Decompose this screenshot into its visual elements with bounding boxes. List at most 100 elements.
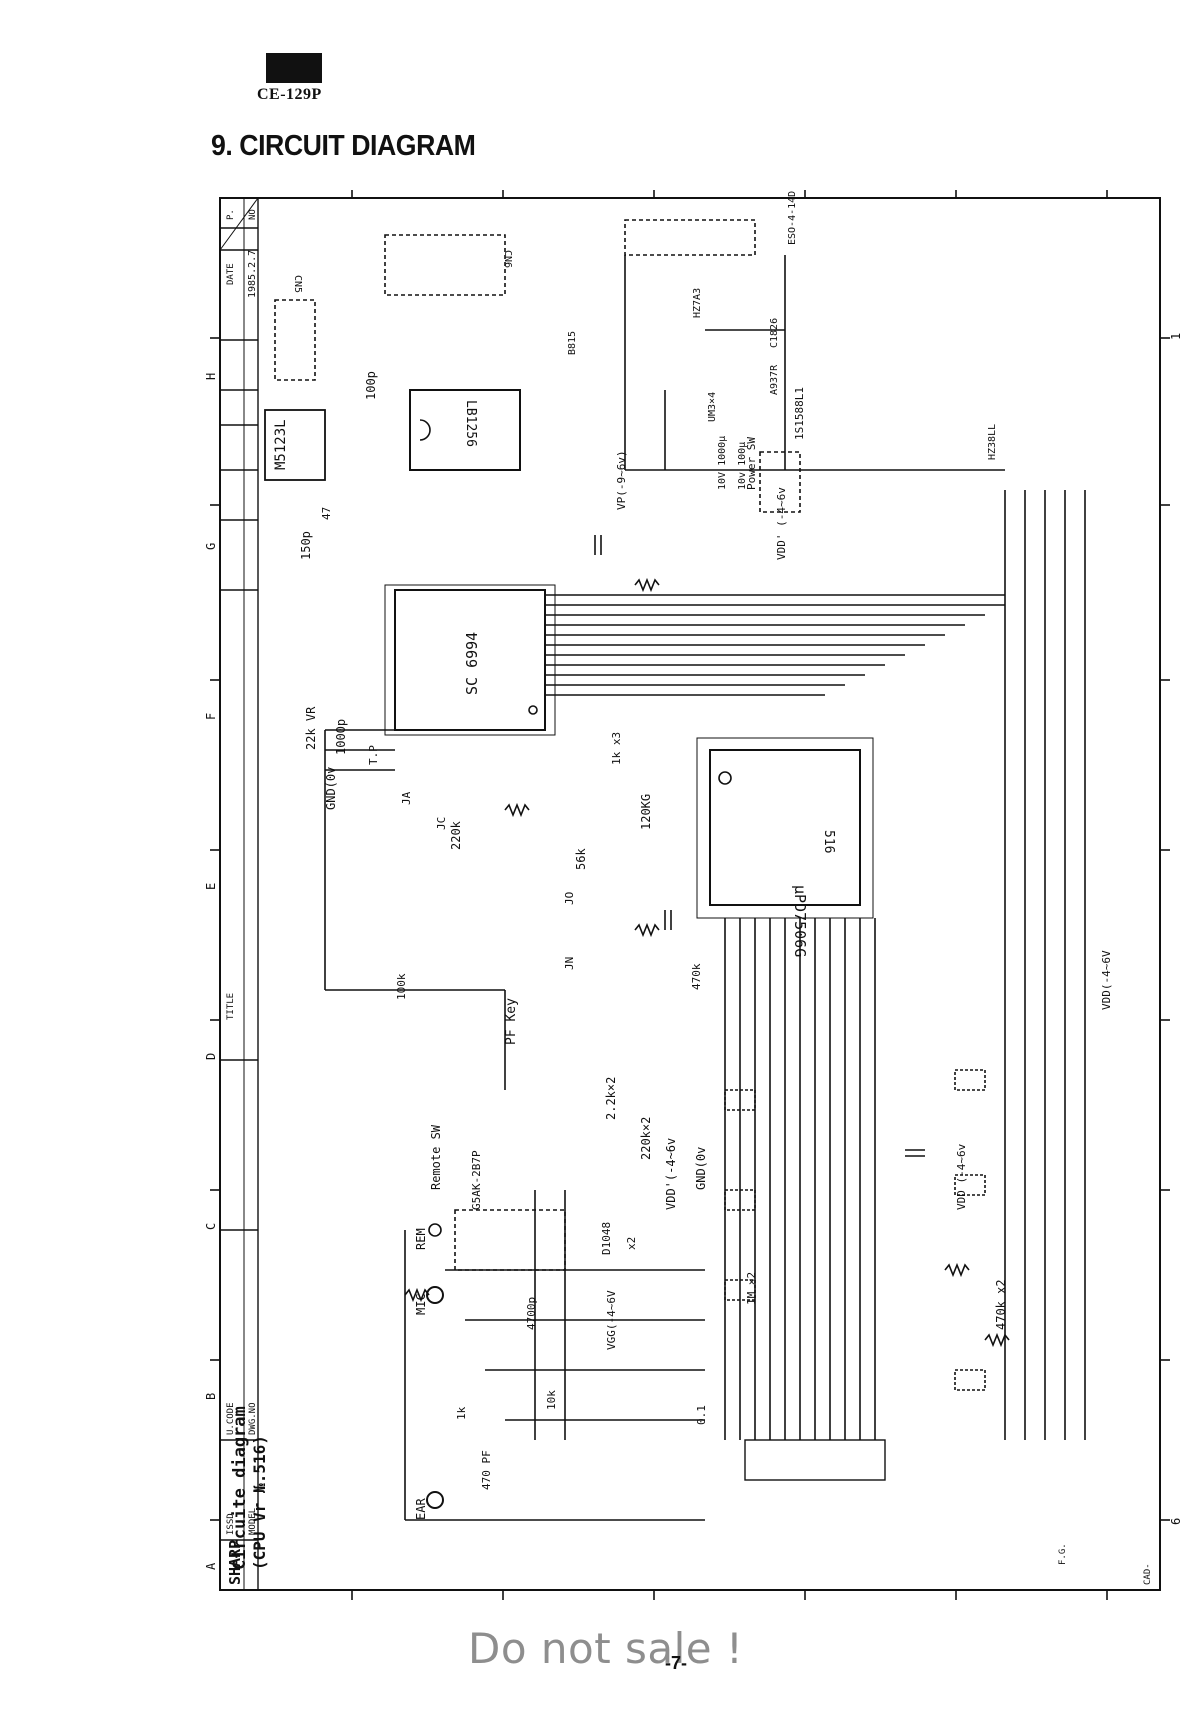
svg-text:A: A <box>205 1562 218 1570</box>
svg-text:P.: P. <box>226 209 236 220</box>
svg-text:U.CODE: U.CODE <box>226 1402 236 1435</box>
ic-lb1256 <box>409 389 521 471</box>
svg-text:VGG(-4~6V: VGG(-4~6V <box>605 1290 618 1350</box>
svg-text:ISSD: ISSD <box>226 1513 236 1535</box>
logo-block <box>266 53 322 83</box>
svg-text:0.1: 0.1 <box>695 1405 708 1425</box>
svg-text:DATE: DATE <box>226 263 236 285</box>
svg-text:D1048: D1048 <box>600 1222 613 1255</box>
ic-cpu-label: μPD7506G <box>791 885 809 957</box>
svg-text:1k: 1k <box>455 1406 468 1420</box>
svg-text:HZ7A3: HZ7A3 <box>692 288 703 318</box>
svg-text:CN5: CN5 <box>292 275 303 293</box>
ic-sc6994 <box>394 589 546 731</box>
svg-text:220k×2: 220k×2 <box>639 1117 653 1160</box>
svg-text:VDD' (-4~6v: VDD' (-4~6v <box>775 487 788 560</box>
ic-upd7506g <box>709 749 861 906</box>
jack-rem <box>428 1223 442 1237</box>
svg-text:UM3×4: UM3×4 <box>707 392 718 422</box>
svg-text:G: G <box>205 543 218 550</box>
svg-text:VDD (-4~6v: VDD (-4~6v <box>955 1143 968 1210</box>
svg-text:TITLE: TITLE <box>226 993 236 1020</box>
section-title: 9. CIRCUIT DIAGRAM <box>211 130 476 162</box>
svg-text:1: 1 <box>1169 333 1183 340</box>
jack-mic <box>426 1286 444 1304</box>
ic-cpu-version: 516 <box>821 830 836 853</box>
svg-text:470k: 470k <box>690 963 703 990</box>
svg-text:G5AK-2B7P: G5AK-2B7P <box>470 1150 483 1210</box>
svg-text:JN: JN <box>563 957 576 970</box>
svg-text:C1826: C1826 <box>769 318 780 348</box>
ic-m5123l-label: M5123L <box>273 419 289 470</box>
svg-text:6: 6 <box>1169 1518 1183 1525</box>
svg-text:JA: JA <box>400 791 413 805</box>
diagram-caption: Circuite diagram <box>230 1406 250 1570</box>
svg-text:NO: NO <box>248 209 258 220</box>
svg-text:T.P: T.P <box>367 745 380 765</box>
svg-text:C: C <box>205 1223 218 1230</box>
page-number: -7- <box>665 1653 687 1673</box>
connector-cn5 <box>274 299 316 381</box>
svg-text:GND(0v: GND(0v <box>694 1147 708 1190</box>
svg-text:MIC: MIC <box>414 1293 428 1315</box>
svg-text:ESO-4-14D: ESO-4-14D <box>787 191 798 245</box>
svg-text:E: E <box>205 883 218 890</box>
svg-text:1k x3: 1k x3 <box>610 732 623 765</box>
svg-text:MODEL: MODEL <box>248 1508 258 1535</box>
svg-text:VP(-9~6v): VP(-9~6v) <box>615 450 628 510</box>
svg-text:CN6: CN6 <box>502 250 513 268</box>
connector-cn6 <box>384 234 506 296</box>
ic-sc6994-label: SC 6994 <box>463 632 481 695</box>
svg-text:10V 1000μ: 10V 1000μ <box>717 436 728 490</box>
svg-text:JC: JC <box>435 817 448 830</box>
svg-text:DWG.NO: DWG.NO <box>248 1402 258 1435</box>
svg-text:F: F <box>205 713 218 720</box>
model-number: CE-129P <box>257 86 322 103</box>
relay-g5ak <box>454 1209 566 1271</box>
circuit-schematic: Circuite diagram (CPU Vr №.516) SHARP IS… <box>205 190 1183 1600</box>
svg-text:470 PF: 470 PF <box>480 1450 493 1490</box>
svg-text:x2: x2 <box>625 1237 638 1250</box>
svg-text:1M ×2: 1M ×2 <box>745 1272 758 1305</box>
svg-text:F.G.: F.G. <box>1058 1543 1068 1565</box>
svg-text:10k: 10k <box>545 1390 558 1410</box>
svg-text:GND(0v: GND(0v <box>324 767 338 810</box>
svg-text:22k VR: 22k VR <box>304 706 318 750</box>
svg-text:100k: 100k <box>395 973 408 1000</box>
svg-text:JO: JO <box>563 892 576 905</box>
svg-text:4700p: 4700p <box>525 1297 538 1330</box>
watermark-text: Do not sale ! <box>468 1624 744 1673</box>
svg-text:B815: B815 <box>567 331 578 355</box>
schematic-frame <box>219 197 1161 1591</box>
svg-text:H: H <box>205 373 218 380</box>
svg-text:120KG: 120KG <box>639 794 653 830</box>
svg-text:220k: 220k <box>449 820 463 850</box>
svg-text:CAD-: CAD- <box>1143 1563 1153 1585</box>
diagram-caption-cpu: (CPU Vr №.516) <box>250 1435 269 1570</box>
svg-text:Power SW: Power SW <box>745 437 758 490</box>
connector-bottom <box>744 1439 886 1481</box>
svg-text:1985.2.7: 1985.2.7 <box>247 250 258 298</box>
svg-text:1S1588L1: 1S1588L1 <box>793 387 806 440</box>
svg-text:10v 100μ: 10v 100μ <box>737 442 748 490</box>
svg-text:VDD'(-4~6v: VDD'(-4~6v <box>664 1138 678 1210</box>
svg-text:VDD(-4~6V: VDD(-4~6V <box>1100 950 1113 1010</box>
jack-ear <box>426 1491 444 1509</box>
svg-text:B: B <box>205 1393 218 1400</box>
svg-text:470k x2: 470k x2 <box>994 1279 1008 1330</box>
brand-label: SHARP <box>226 1540 244 1585</box>
ic-lb1256-label: LB1256 <box>463 400 478 447</box>
svg-text:56k: 56k <box>574 848 588 870</box>
svg-text:47: 47 <box>320 507 333 520</box>
svg-text:REM: REM <box>414 1228 428 1250</box>
svg-text:2.2k×2: 2.2k×2 <box>604 1077 618 1120</box>
svg-text:1000p: 1000p <box>334 719 348 755</box>
svg-text:100p: 100p <box>364 371 378 400</box>
svg-text:A937R: A937R <box>769 364 780 395</box>
svg-text:PF Key: PF Key <box>504 998 519 1045</box>
svg-text:HZ38LL: HZ38LL <box>987 424 998 460</box>
svg-text:EAR: EAR <box>414 1498 428 1520</box>
ic-m5123l <box>264 409 326 481</box>
svg-text:D: D <box>205 1053 218 1060</box>
svg-text:Remote SW: Remote SW <box>429 1124 443 1190</box>
